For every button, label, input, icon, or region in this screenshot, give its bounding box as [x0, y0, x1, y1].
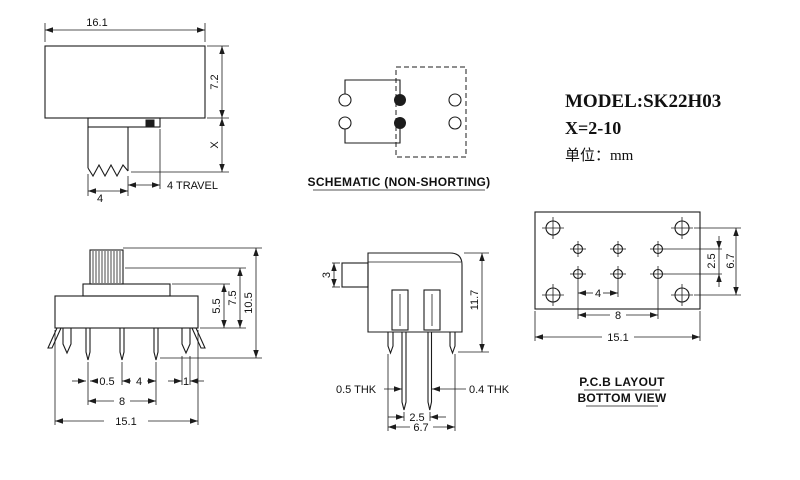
dim-pcb-width: 15.1	[607, 332, 628, 344]
dim-pin-pitch: 4	[136, 376, 142, 388]
side-view: 3 11.7 0.5 THK 0.4 THK 2.5 6.7	[321, 252, 510, 434]
schematic-label: SCHEMATIC (NON-SHORTING)	[308, 175, 491, 189]
pole2-connection	[344, 129, 401, 144]
pcb-outline	[534, 211, 701, 310]
side-view-dimensions	[331, 252, 489, 431]
pcb-label-line1: P.C.B LAYOUT	[579, 375, 665, 389]
dim-body-height: 7.2	[209, 74, 221, 89]
terminal-open	[448, 116, 462, 130]
frame-leg-left	[62, 327, 72, 355]
dim-hole-pitch: 4	[595, 288, 601, 300]
terminal-open	[338, 116, 352, 130]
terminal-pin	[85, 327, 91, 361]
model-info: MODEL:SK22H03 X=2-10 单位：mm	[565, 91, 721, 164]
side-leg-rear	[449, 331, 456, 355]
pcb-label-line2: BOTTOM VIEW	[577, 391, 666, 405]
schematic-view: SCHEMATIC (NON-SHORTING)	[308, 66, 491, 191]
switch-body-outline	[44, 45, 206, 119]
side-lever	[341, 262, 369, 288]
pin-front-view-dimensions	[54, 247, 262, 425]
mount-tab-right	[191, 327, 206, 349]
moving-contact-boundary	[395, 66, 467, 158]
terminal-common	[394, 94, 406, 106]
dim-mount-spacing: 6.7	[725, 253, 737, 268]
terminal-holes	[570, 241, 666, 282]
x-range: X=2-10	[565, 118, 621, 138]
side-body-outline	[367, 252, 463, 333]
terminal-common	[394, 117, 406, 129]
front-view-dimensions	[44, 23, 229, 196]
frame-leg-right	[181, 327, 191, 355]
front-view: 16.1 7.2 X 4 4 TRAVEL	[44, 17, 229, 205]
terminal-open	[448, 93, 462, 107]
dim-body-width: 16.1	[86, 17, 107, 29]
knob-outline	[89, 249, 124, 285]
dim-thk-left: 0.5 THK	[336, 384, 377, 396]
side-pin-rear-row	[427, 331, 433, 411]
mount-holes	[542, 217, 693, 306]
pcb-dimensions	[534, 227, 741, 341]
upper-housing	[82, 283, 171, 297]
dim-10-5: 10.5	[243, 292, 255, 313]
pole1-connection	[344, 79, 401, 94]
dim-5-5: 5.5	[211, 298, 223, 313]
dim-base-width: 15.1	[115, 416, 136, 428]
dim-pin-span: 8	[119, 396, 125, 408]
dim-7-5: 7.5	[227, 290, 239, 305]
dim-stem-height-x: X	[209, 141, 221, 149]
dim-stem-width: 4	[97, 193, 103, 205]
dim-row-spacing: 2.5	[706, 253, 718, 268]
side-pin-front-row	[401, 331, 407, 411]
model-number: MODEL:SK22H03	[565, 91, 721, 112]
terminal-open	[338, 93, 352, 107]
switch-base	[54, 295, 199, 329]
unit-label: 单位：mm	[565, 147, 634, 164]
terminal-pin	[153, 327, 159, 361]
dim-depth-span: 6.7	[413, 422, 428, 434]
dim-thk-right: 0.4 THK	[469, 384, 510, 396]
stem-break-line	[87, 163, 129, 178]
dim-leg-width: 1	[183, 376, 189, 388]
flange-detail	[145, 119, 155, 127]
terminal-slot	[423, 289, 441, 331]
pcb-layout-view: 4 8 15.1 2.5 6.7 P.C.B LAYOUT BOTTOM VIE…	[534, 211, 741, 407]
dim-pin-width: 0.5	[99, 376, 114, 388]
dim-row-pitch: 2.5	[409, 412, 424, 424]
knob-hatching	[92, 251, 121, 283]
terminal-pin	[119, 327, 125, 361]
dim-travel: 4 TRAVEL	[167, 180, 218, 192]
actuator-flange	[87, 117, 161, 128]
dim-lever-height: 3	[321, 272, 333, 278]
dim-hole-span: 8	[615, 310, 621, 322]
dim-total-height: 11.7	[469, 290, 481, 311]
side-leg-front	[387, 331, 394, 355]
terminal-slot	[391, 289, 409, 331]
mount-tab-left	[47, 327, 62, 349]
pin-front-view: 5.5 7.5 10.5 0.5 4 1 8 15.1	[47, 247, 262, 428]
